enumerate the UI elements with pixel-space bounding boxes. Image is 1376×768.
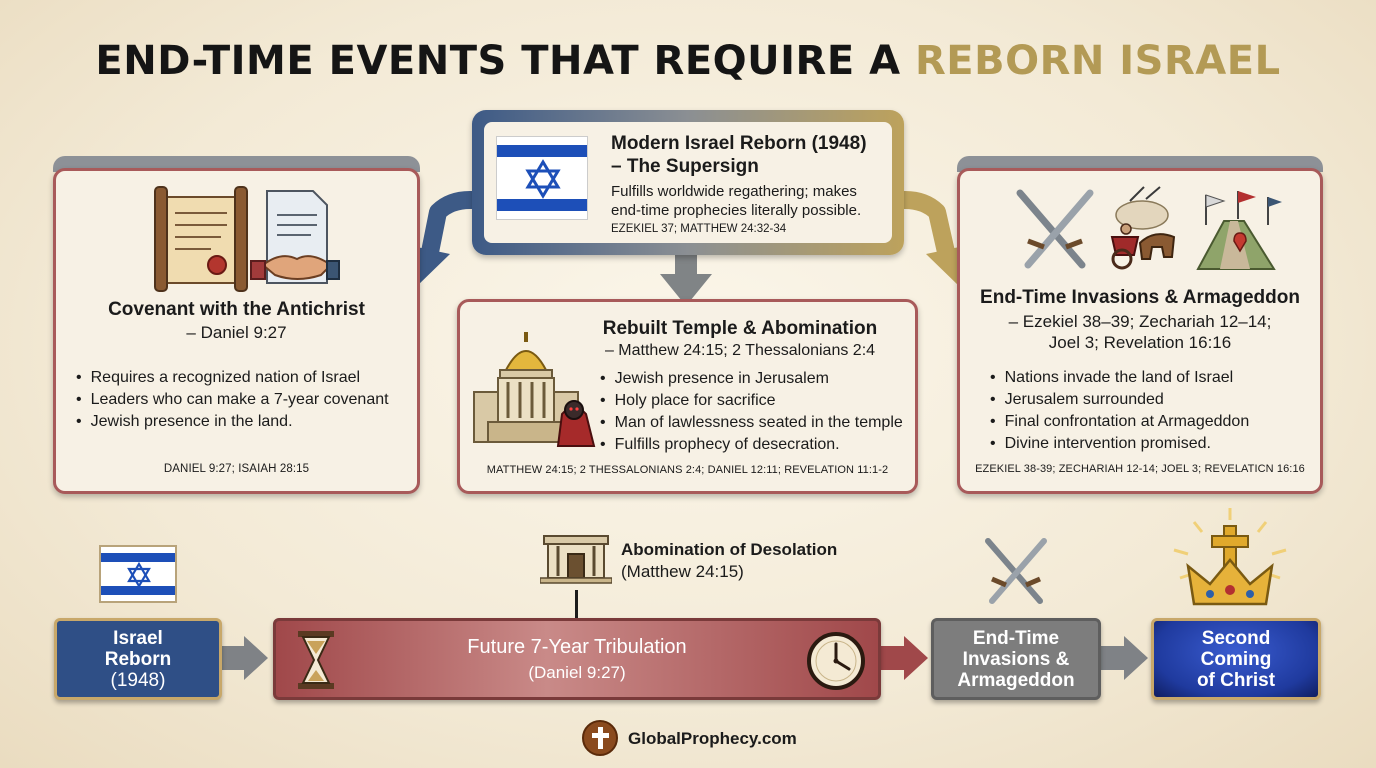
invasions-card: End-Time Invasions & Armageddon – Ezekie… [957,168,1323,494]
invasions-refs: EZEKIEL 38-39; ZECHARIAH 12-14; JOEL 3; … [975,463,1305,475]
hourglass-icon [298,631,334,689]
list-item: Fulfills prophecy of desecration. [600,434,903,456]
list-item: Final confrontation at Armageddon [990,411,1250,433]
box-line: Future 7-Year Tribulation [467,635,687,658]
arrow-head-left [412,246,450,288]
list-item: Jewish presence in Jerusalem [600,368,903,390]
box-line: (1948) [110,669,166,691]
timeline-box-armageddon: End-Time Invasions & Armageddon [931,618,1101,700]
crown-with-cross-icon [1173,508,1287,606]
invasions-subtitle: – Ezekiel 38–39; Zechariah 12–14; Joel 3… [960,311,1320,353]
page-title: END-TIME EVENTS THAT REQUIRE A REBORN IS… [0,38,1376,84]
temple-subtitle: – Matthew 24:15; 2 Thessalonians 2:4 [604,342,876,359]
covenant-subtitle: – Daniel 9:27 [186,323,287,342]
temple-refs: MATTHEW 24:15; 2 THESSALONIANS 2:4; DANI… [486,464,889,476]
list-item: Holy place for sacrifice [600,390,903,412]
arrow-to-covenant [421,191,482,254]
timeline-arrow-3 [1101,636,1148,680]
temple-title: Rebuilt Temple & Abomination [602,318,878,339]
list-item: Requires a recognized nation of Israel [76,367,389,389]
timeline-arrow-2 [880,636,928,680]
list-item: Divine intervention promised. [990,433,1249,455]
covenant-title: Covenant with the Antichrist [108,299,365,320]
center-desc-line2: end-time prophecies literally possible. [611,202,862,219]
box-line: Second [1201,627,1271,649]
abomination-marker-sub: (Matthew 24:15) [621,562,744,581]
cross-logo-icon [582,720,618,756]
battle-icon [1016,186,1282,270]
timeline-box-tribulation: Future 7-Year Tribulation (Daniel 9:27) [273,618,881,700]
list-item: Leaders who can make a 7-year covenant [76,389,389,411]
box-line: (Daniel 9:27) [528,662,626,682]
center-card-title: Modern Israel Reborn (1948) – The Supers… [611,132,867,178]
covenant-refs: DANIEL 9:27; ISAIAH 28:15 [163,463,310,475]
temple-bullets: Jewish presence in Jerusalem Holy place … [600,368,903,456]
star-of-david-icon [525,159,561,199]
arrow-to-invasions [892,191,955,254]
site-link[interactable]: GlobalProphecy.com [628,729,797,748]
clock-icon [807,632,865,690]
list-item: Jerusalem surrounded [990,389,1249,411]
box-line: Reborn [104,648,172,670]
invasions-subtitle-line2: Joel 3; Revelation 16:16 [1048,333,1232,352]
abomination-marker-title: Abomination of Desolation [621,540,838,559]
center-desc-line1: Fulfills worldwide regathering; makes [611,183,857,200]
box-line: of Christ [1196,669,1276,691]
small-temple-icon [540,535,612,584]
arrow-head-right [926,246,964,288]
timeline-flag-icon [99,545,177,603]
box-line: Invasions & [962,648,1070,670]
box-line: Armageddon [957,669,1075,691]
arrow-head-center [660,274,712,306]
center-title-line2: – The Supersign [611,156,759,177]
invasions-subtitle-line1: – Ezekiel 38–39; Zechariah 12–14; [1008,312,1272,331]
list-item: Man of lawlessness seated in the temple [600,412,903,434]
box-line: End-Time [972,627,1060,649]
box-line: Israel [113,627,163,649]
covenant-bullets: Requires a recognized nation of Israel L… [76,367,389,433]
center-card-refs: EZEKIEL 37; MATTHEW 24:32-34 [611,223,787,235]
temple-card: Rebuilt Temple & Abomination – Matthew 2… [457,299,918,494]
box-line: Coming [1200,648,1272,670]
title-main: END-TIME EVENTS THAT REQUIRE A [95,38,915,84]
timeline-arrows [222,636,1148,680]
center-title-line1: Modern Israel Reborn (1948) [611,133,867,154]
title-accent: REBORN ISRAEL [914,38,1281,84]
temple-icon [473,332,596,447]
center-card: Modern Israel Reborn (1948) – The Supers… [484,122,892,243]
timeline-box-second-coming: Second Coming of Christ [1151,618,1321,700]
crossed-swords-icon [985,538,1047,604]
scroll-contract-icon [154,186,340,292]
marker-tick [575,590,578,618]
list-item: Nations invade the land of Israel [990,367,1249,389]
invasions-bullets: Nations invade the land of Israel Jerusa… [990,367,1250,455]
timeline-box-israel-reborn: Israel Reborn (1948) [54,618,222,700]
star-of-david-icon [127,562,151,588]
invasions-title: End-Time Invasions & Armageddon [980,287,1300,308]
israel-flag-icon [496,136,588,220]
list-item: Jewish presence in the land. [76,411,389,433]
covenant-card: Covenant with the Antichrist – Daniel 9:… [53,168,420,494]
timeline-arrow-1 [222,636,268,680]
center-card-desc: Fulfills worldwide regathering; makes en… [611,182,861,220]
